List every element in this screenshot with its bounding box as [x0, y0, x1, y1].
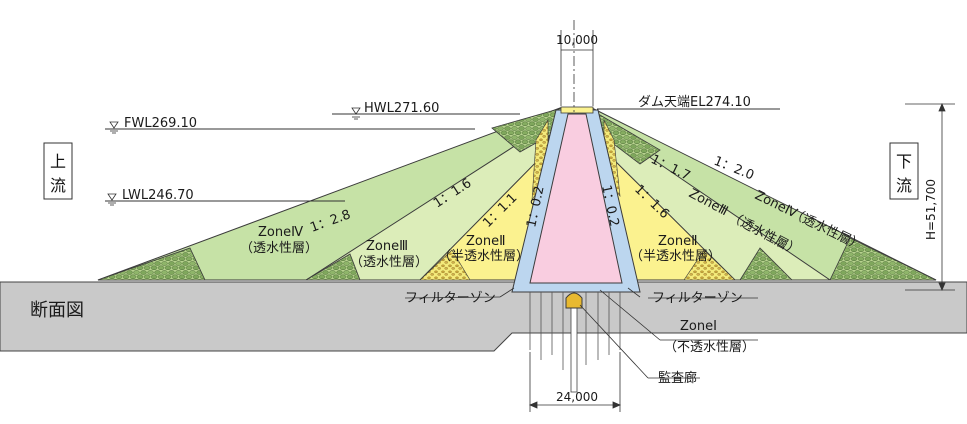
zone2-upstream-desc: （半透水性層）: [438, 249, 529, 264]
crest-width-dimension: [560, 30, 594, 106]
riprap-downstream-zone3-toe: [739, 247, 793, 281]
base-width-dimension: [528, 352, 622, 412]
water-level-symbols: [107, 107, 361, 206]
filter-zone-left-label: フィルターゾン: [405, 291, 496, 306]
zone1-name: ZoneⅠ: [680, 319, 717, 334]
crest-elevation-label: ダム天端EL274.10: [638, 95, 751, 110]
zone1-desc: （不透水性層）: [664, 340, 755, 355]
downstream-label-bottom: 流: [896, 176, 912, 195]
fwl-label: FWL269.10: [124, 116, 197, 131]
riprap-upstream-toe: [97, 247, 206, 281]
base-width-label: 24,000: [556, 390, 598, 404]
zone2-downstream-desc: （半透水性層）: [630, 249, 721, 264]
hwl-label: HWL271.60: [364, 101, 439, 116]
grout-main-drill: [570, 299, 578, 393]
leader-lines: [404, 287, 758, 379]
section-title: 断面図: [30, 300, 84, 321]
downstream-label-top: 下: [896, 152, 912, 171]
upstream-label-bottom: 流: [50, 176, 66, 195]
zone3-upstream-desc: （透水性層）: [350, 255, 428, 270]
upstream-label-top: 上: [50, 152, 66, 171]
zone2-downstream-name: ZoneⅡ: [658, 234, 698, 249]
crest-width-label: 10,000: [556, 33, 598, 47]
height-label: H=51,700: [924, 179, 938, 240]
downstream-label-box: [889, 142, 919, 200]
inspection-gallery: [565, 292, 583, 309]
grout-curtain: [529, 292, 621, 370]
filter-zone-right-label: フィルターゾン: [652, 291, 743, 306]
foundation-ground: [0, 281, 967, 352]
upstream-label-box: [43, 142, 73, 200]
water-level-lines: [105, 108, 780, 202]
zone4-upstream-desc: （透水性層）: [240, 241, 318, 256]
gravel-upstream-zone2: [419, 249, 471, 281]
dam-crest: [560, 106, 594, 114]
gravel-downstream-zone2: [683, 249, 736, 281]
zone4-upstream-name: ZoneⅣ: [258, 225, 303, 240]
core-zone1: [529, 113, 623, 284]
gallery-label: 監査廊: [658, 370, 697, 386]
riprap-upstream-zone3-toe: [304, 253, 361, 281]
zone3-upstream-name: ZoneⅢ: [366, 239, 408, 254]
riprap-downstream-toe: [829, 237, 937, 281]
height-dimension: [905, 102, 955, 292]
zone2-upstream-name: ZoneⅡ: [466, 234, 506, 249]
lwl-label: LWL246.70: [122, 188, 194, 203]
